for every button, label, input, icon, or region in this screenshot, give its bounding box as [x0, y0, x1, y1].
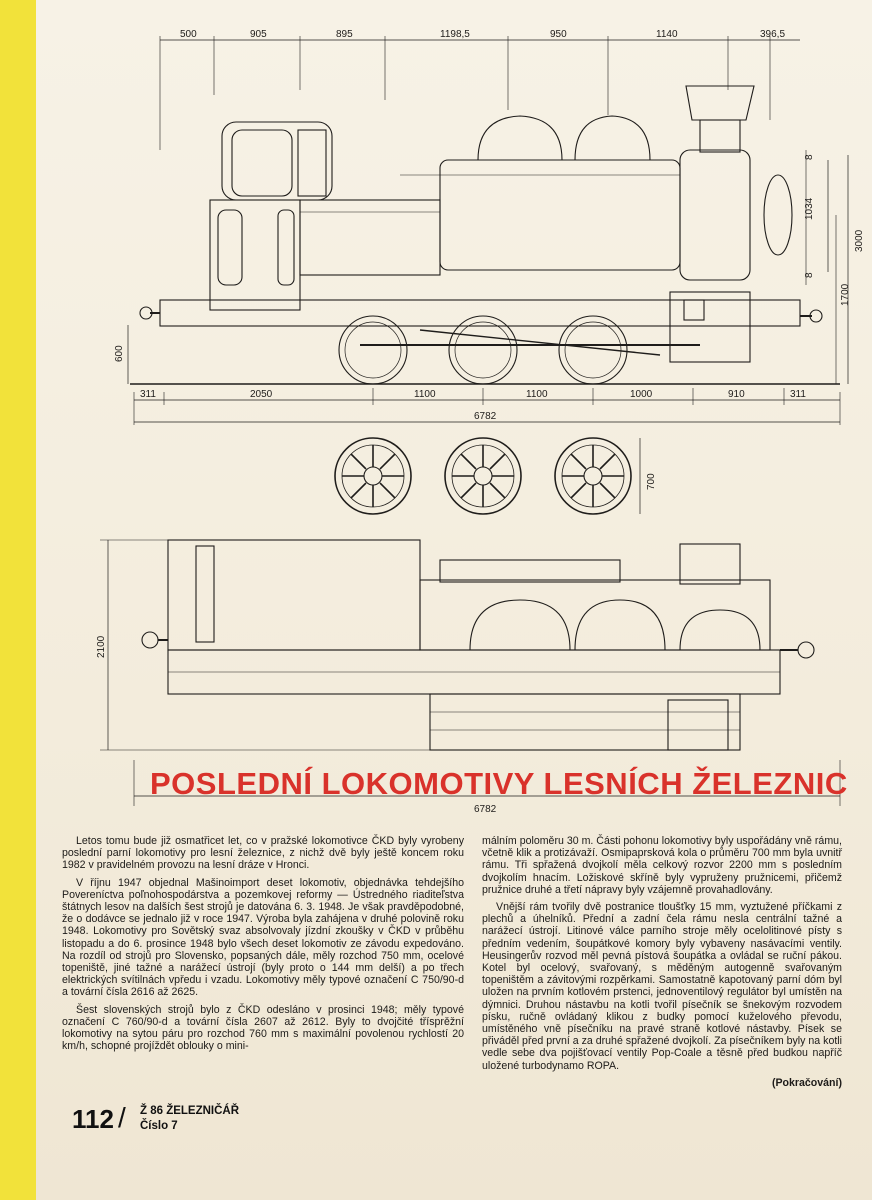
left-paragraph-1: Letos tomu bude již osmatřicet let, co v…: [62, 835, 464, 872]
dim-right-8-bottom: 8: [804, 272, 815, 278]
continued-note-wrapper: (Pokračování): [482, 1077, 842, 1089]
dim-plan-length: 6782: [474, 804, 497, 815]
page-number: 112: [72, 1104, 114, 1134]
article-right-column: málním poloměru 30 m. Části pohonu lokom…: [482, 835, 842, 1094]
right-paragraph-2: Vnější rám tvořily dvě postranice tloušť…: [482, 901, 842, 1072]
continued-note: (Pokračování): [771, 1076, 842, 1089]
dim-top-905: 905: [250, 29, 267, 40]
footer-slash: /: [118, 1102, 126, 1133]
dim-right-3000: 3000: [854, 229, 865, 252]
article-left-column: Letos tomu bude již osmatřicet let, co v…: [62, 835, 464, 1057]
article-headline: POSLEDNÍ LOKOMOTIVY LESNÍCH ŽELEZNIC: [150, 766, 848, 801]
dim-top-1140: 1140: [656, 29, 678, 40]
dim-bottom-1100-a: 1100: [414, 389, 436, 400]
right-paragraph-1: málním poloměru 30 m. Části pohonu lokom…: [482, 835, 842, 896]
dim-bottom-910: 910: [728, 389, 745, 400]
magazine-name: Ž 86 ŽELEZNIČÁŘ: [140, 1105, 240, 1117]
left-paragraph-3: Šest slovenských strojů bylo z ČKD odesl…: [62, 1003, 464, 1053]
dim-top-1198-5: 1198,5: [440, 29, 470, 40]
dim-right-8-top: 8: [804, 154, 815, 160]
dim-wheel-diameter: 700: [646, 473, 657, 490]
dim-top-950: 950: [550, 29, 567, 40]
issue-number: Číslo 7: [140, 1120, 178, 1132]
dim-top-895: 895: [336, 29, 353, 40]
dim-bottom-1100-b: 1100: [526, 389, 548, 400]
dim-left-600: 600: [114, 345, 125, 362]
dim-top-396-5: 396,5: [760, 29, 785, 40]
dim-bottom-311-right: 311: [790, 389, 806, 400]
magazine-page: [36, 0, 872, 1200]
dim-plan-width: 2100: [96, 635, 107, 658]
dim-right-1034: 1034: [804, 197, 815, 220]
dim-total-length: 6782: [474, 411, 497, 422]
left-paragraph-2: V říjnu 1947 objednal Mašinoimport deset…: [62, 876, 464, 999]
dim-right-1700: 1700: [840, 283, 851, 306]
locomotive-technical-drawing: 500 905 895 1198,5 950 1140 396,5 311 20…: [96, 29, 865, 815]
dim-top-500: 500: [180, 29, 197, 40]
dim-bottom-311-left: 311: [140, 389, 156, 400]
yellow-edge-stripe: [0, 0, 36, 1200]
dim-bottom-1000: 1000: [630, 389, 653, 400]
dim-bottom-2050: 2050: [250, 389, 273, 400]
